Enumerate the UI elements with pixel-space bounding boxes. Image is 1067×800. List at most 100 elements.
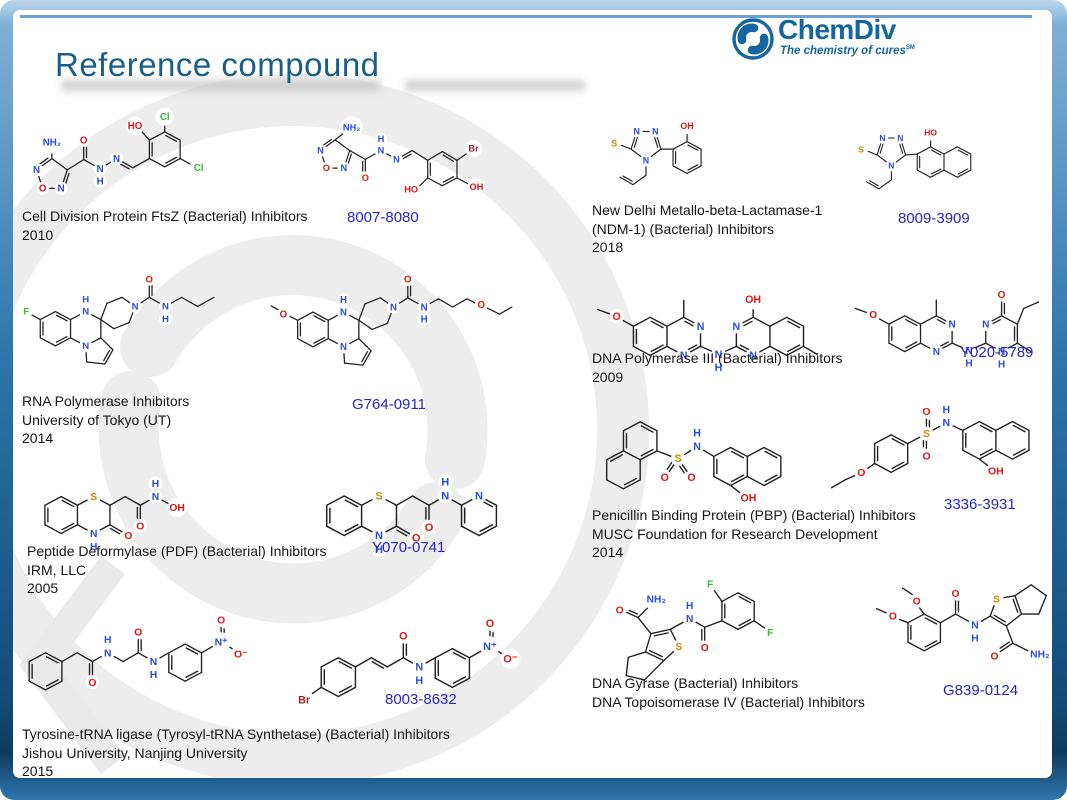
svg-text:O: O [857,468,865,479]
chemdiv-logo-text: ChemDiv [778,14,896,45]
caption-line: RNA Polymerase Inhibitors [22,393,190,409]
svg-text:HO: HO [128,121,143,132]
svg-text:OH: OH [745,294,761,306]
svg-text:N: N [317,146,324,156]
caption-pbp: Penicillin Binding Protein (PBP) (Bacter… [592,506,916,562]
svg-text:O: O [412,533,421,545]
title-shadow-artifact [61,80,381,91]
svg-text:N: N [965,346,972,357]
svg-text:N: N [652,126,658,136]
title-shadow-artifact [405,80,585,91]
svg-text:O: O [88,678,96,689]
svg-text:O: O [39,184,47,195]
svg-text:H: H [378,134,385,144]
svg-text:S: S [675,453,682,465]
caption-ftsz: Cell Division Protein FtsZ (Bacterial) I… [22,207,308,244]
chemdiv-logo-tagline: The chemistry of curesSM [780,45,915,57]
svg-text:O: O [399,631,407,643]
svg-text:N⁺: N⁺ [215,637,228,648]
svg-text:O: O [134,628,142,639]
svg-text:N: N [933,347,940,358]
svg-text:O: O [661,472,669,484]
svg-text:H: H [441,477,449,489]
svg-text:N: N [948,320,955,331]
svg-text:O⁻: O⁻ [234,649,248,660]
svg-text:H: H [415,675,423,687]
caption-line: 2015 [22,763,54,778]
svg-text:N: N [421,302,428,313]
chemdiv-logo-icon [732,18,774,60]
caption-line: DNA Polymerase III (Bacterial) Inhibitor… [592,350,843,366]
caption-line: 2014 [592,544,624,560]
caption-line: University of Tokyo (UT) [22,411,172,428]
svg-text:O: O [362,173,369,183]
svg-text:N: N [104,648,111,659]
svg-text:F: F [707,580,713,591]
svg-text:OH: OH [741,492,757,504]
svg-text:H: H [943,405,951,416]
svg-text:O: O [701,643,709,654]
svg-text:N: N [341,163,348,173]
svg-text:H: H [965,359,972,370]
svg-text:F: F [767,628,773,639]
svg-text:O: O [280,309,288,320]
svg-text:N: N [58,184,65,195]
caption-line: 2005 [27,580,59,596]
svg-text:H: H [340,295,347,306]
svg-text:Br: Br [468,144,479,154]
svg-text:O: O [124,531,132,542]
svg-text:N: N [33,165,40,176]
svg-text:F: F [23,307,29,318]
compound-id: 8003-8632 [385,691,457,708]
svg-text:N: N [97,164,104,175]
caption-line: 2018 [592,239,624,255]
svg-text:NH₂: NH₂ [1030,649,1050,660]
svg-text:O: O [922,451,930,462]
svg-text:NH₂: NH₂ [343,122,360,132]
compound-id: G764-0911 [352,396,426,413]
svg-text:OH: OH [169,503,184,514]
svg-text:H: H [104,635,111,646]
svg-text:N: N [132,302,139,313]
svg-text:OH: OH [470,182,484,192]
svg-text:O: O [998,290,1006,301]
caption-dna-polymerase-iii: DNA Polymerase III (Bacterial) Inhibitor… [592,349,843,386]
svg-text:O: O [425,522,434,534]
svg-text:H: H [693,428,701,440]
compound-id: 3336-3931 [944,496,1016,513]
svg-text:S: S [923,429,930,440]
caption-line: 2010 [22,226,54,243]
caption-line: DNA Gyrase (Bacterial) Inhibitors [592,675,799,691]
svg-text:H: H [715,362,723,374]
caption-line: Cell Division Protein FtsZ (Bacterial) I… [22,208,308,224]
svg-text:N: N [82,341,89,352]
svg-text:N: N [633,126,639,136]
svg-text:S: S [993,594,1000,605]
caption-line: IRM, LLC [27,561,87,578]
caption-rna-polymerase: RNA Polymerase Inhibitors University of … [22,392,189,448]
svg-text:Br: Br [298,695,311,707]
caption-line: MUSC Foundation for Research Development [592,525,878,542]
svg-text:O⁻: O⁻ [503,653,517,665]
svg-text:H: H [375,544,383,556]
svg-text:O: O [889,612,897,623]
caption-line: 2014 [22,430,54,446]
svg-text:S: S [858,144,864,154]
svg-text:N: N [340,342,347,353]
caption-line: Jishou University, Nanjing University [22,744,248,761]
svg-text:H: H [90,542,97,553]
svg-text:H: H [162,314,169,325]
svg-text:N: N [378,146,385,156]
svg-text:N: N [90,529,97,540]
svg-text:O: O [990,652,998,663]
